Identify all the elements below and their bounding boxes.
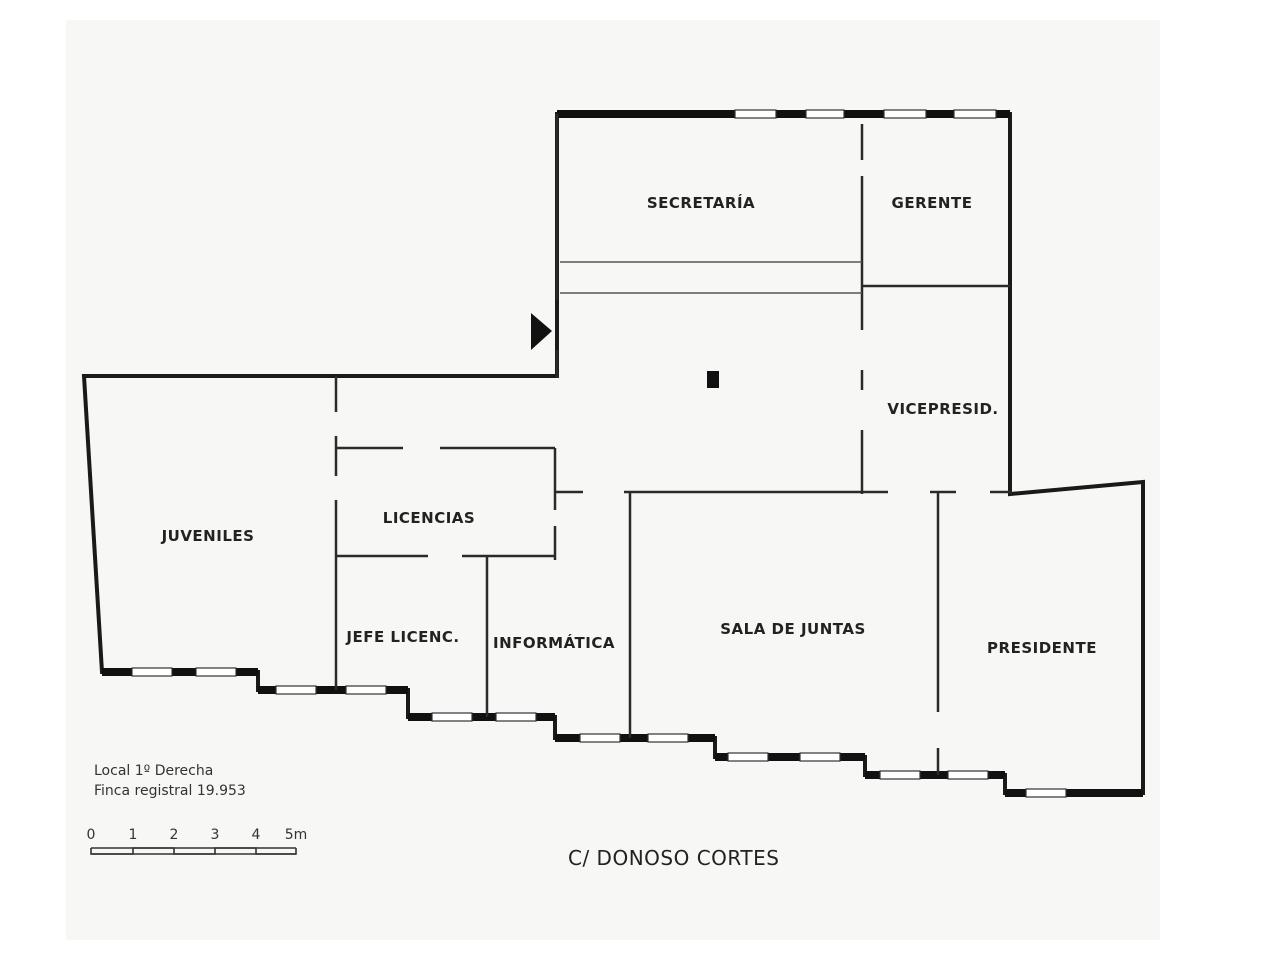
note-finca: Finca registral 19.953 (94, 783, 246, 799)
scale-tick-1: 1 (129, 827, 138, 843)
room-label-sala-juntas: SALA DE JUNTAS (720, 620, 866, 638)
room-label-gerente: GERENTE (892, 194, 973, 212)
room-label-vicepresid: VICEPRESID. (887, 400, 998, 418)
scale-tick-3: 3 (211, 827, 220, 843)
outer-wall (81, 112, 1145, 795)
wall-heavy-segments (102, 110, 1143, 797)
windows (131, 109, 1067, 798)
room-label-presidente: PRESIDENTE (987, 639, 1097, 657)
scale-tick-5m: 5m (285, 827, 308, 843)
column-icon (707, 371, 719, 388)
room-label-licencias: LICENCIAS (383, 509, 475, 527)
scale-tick-0: 0 (87, 827, 96, 843)
interior-partitions (334, 114, 1012, 775)
room-label-secretaria: SECRETARÍA (647, 193, 755, 212)
entrance-arrow-icon (531, 313, 552, 350)
scale-bar: 0 1 2 3 4 5m (87, 827, 308, 855)
note-local: Local 1º Derecha (94, 763, 214, 779)
room-label-jefe-licenc: JEFE LICENC. (345, 628, 459, 646)
room-label-juveniles: JUVENILES (161, 527, 255, 545)
scale-tick-4: 4 (252, 827, 261, 843)
paper-background (66, 20, 1160, 940)
scale-tick-2: 2 (170, 827, 179, 843)
street-label: C/ DONOSO CORTES (568, 846, 780, 870)
room-label-informatica: INFORMÁTICA (493, 633, 615, 652)
